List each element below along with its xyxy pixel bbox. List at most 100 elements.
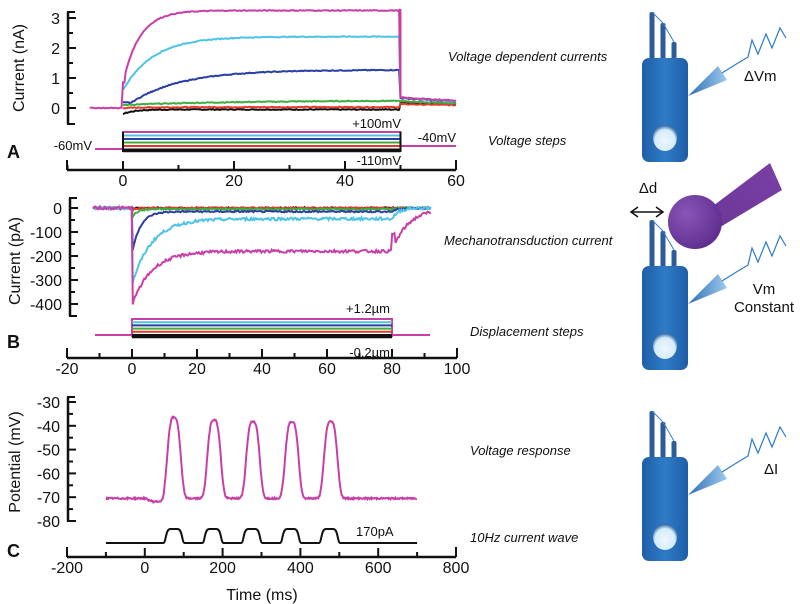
stim-label-hold: -60mV — [54, 138, 93, 153]
recording-pipette — [688, 465, 727, 495]
stim-label-top: +100mV — [352, 116, 401, 131]
x-tick-label: 40 — [336, 173, 354, 190]
panel-a-traces — [89, 8, 457, 116]
recording-pipette — [688, 66, 727, 96]
trace-step-1 — [92, 204, 432, 305]
x-tick-label: 60 — [318, 361, 336, 378]
x-tick-label: -20 — [55, 361, 78, 378]
description-displacement-steps: Displacement steps — [470, 324, 584, 339]
trace-step-3 — [92, 205, 432, 251]
x-tick-label: 800 — [443, 560, 470, 577]
stereocilium — [671, 441, 677, 459]
panel-b-y-axis: 0 -100 -200 -300 -400 — [30, 197, 78, 317]
y-tick-label: -50 — [37, 443, 60, 460]
trace-step-1 — [89, 8, 457, 110]
x-tick-label: 200 — [209, 560, 236, 577]
stereocilium — [660, 422, 666, 459]
stereocilium — [649, 12, 655, 60]
description-10hz-current-wave: 10Hz current wave — [470, 530, 578, 545]
x-tick-label: 600 — [365, 560, 392, 577]
stim-label-amplitude: 170pA — [356, 524, 394, 539]
x-tick-label: 40 — [253, 361, 271, 378]
diagram-2-label-vm: Vm — [753, 281, 776, 298]
y-tick-label: 1 — [51, 71, 60, 88]
electrode-wire-icon — [721, 234, 787, 282]
panel-c-current-wave — [105, 528, 418, 544]
diagram-1-label-delta-vm: ΔVm — [744, 68, 777, 85]
diagram-2-label-delta-d: Δd — [639, 180, 657, 197]
probe-tip — [668, 195, 722, 249]
panel-a-letter: A — [7, 142, 20, 162]
description-voltage-dependent-currents: Voltage dependent currents — [448, 49, 608, 64]
x-tick-label: 20 — [225, 173, 243, 190]
panel-a-voltage-steps — [95, 131, 456, 153]
tip-link — [651, 11, 675, 43]
stereocilium — [649, 220, 655, 268]
panel-c-x-axis-title: Time (ms) — [226, 587, 297, 604]
trace-step-2 — [122, 35, 457, 103]
x-tick-label: 0 — [128, 361, 137, 378]
panel-c-letter: C — [7, 541, 20, 561]
x-tick-label: 100 — [444, 361, 471, 378]
x-tick-label: 80 — [383, 361, 401, 378]
stim-label-top: +1.2µm — [346, 301, 390, 316]
diagram-2-label-constant: Constant — [734, 299, 795, 316]
nucleus — [653, 524, 677, 550]
description-voltage-steps: Voltage steps — [488, 133, 567, 148]
recording-pipette — [688, 274, 727, 304]
y-tick-label: 0 — [51, 101, 60, 118]
y-tick-label: -100 — [30, 225, 62, 242]
arrow-head-right-icon — [655, 206, 665, 218]
trace-voltage-response — [105, 415, 417, 505]
y-tick-label: 0 — [53, 201, 62, 218]
stereocilium — [660, 23, 666, 60]
electrode-wire-icon — [721, 425, 787, 473]
current-wave-trace — [105, 528, 418, 544]
mechanical-probe — [705, 163, 782, 232]
y-tick-label: 2 — [51, 41, 60, 58]
diagram-3-label-delta-i: ΔI — [764, 461, 778, 478]
trace-step-5 — [122, 102, 456, 110]
electrode-wire-icon — [721, 26, 787, 74]
panel-c-x-axis: -200 0 200 400 600 800 — [51, 547, 469, 577]
y-tick-label: -40 — [37, 419, 60, 436]
x-tick-label: 20 — [188, 361, 206, 378]
trace-step-4 — [122, 99, 457, 107]
tip-link — [651, 219, 675, 251]
y-tick-label: -70 — [37, 490, 60, 507]
x-tick-label: -200 — [51, 560, 83, 577]
trace-step-2 — [92, 204, 432, 283]
y-tick-label: -200 — [30, 249, 62, 266]
stereocilium — [649, 411, 655, 459]
description-mechanotransduction-current: Mechanotransduction current — [444, 233, 614, 248]
x-tick-label: 0 — [119, 173, 128, 190]
tip-link — [651, 410, 675, 442]
panel-c-y-axis: -30-40-50-60-70-80 — [37, 395, 76, 531]
hair-cell-2 — [642, 219, 787, 370]
panel-b-displacement-steps — [95, 318, 430, 339]
panel-b-letter: B — [7, 332, 20, 352]
stim-label-post: -40mV — [418, 130, 457, 145]
nucleus — [653, 125, 677, 151]
trace-step-4 — [92, 206, 432, 220]
stereocilium — [671, 250, 677, 268]
panel-b-y-axis-title: Current (pA) — [7, 217, 24, 305]
x-tick-label: 0 — [140, 560, 149, 577]
y-tick-label: -80 — [37, 514, 60, 531]
x-tick-label: 400 — [287, 560, 314, 577]
nucleus — [653, 333, 677, 359]
stereocilium — [671, 42, 677, 60]
y-tick-label: -300 — [30, 273, 62, 290]
panel-b-x-axis: -20 0 20 40 60 80 100 — [55, 348, 470, 378]
panel-c-traces — [105, 415, 417, 505]
hair-cell-1 — [642, 11, 787, 162]
stereocilium — [660, 231, 666, 268]
y-tick-label: -60 — [37, 466, 60, 483]
y-tick-label: -400 — [30, 297, 62, 314]
